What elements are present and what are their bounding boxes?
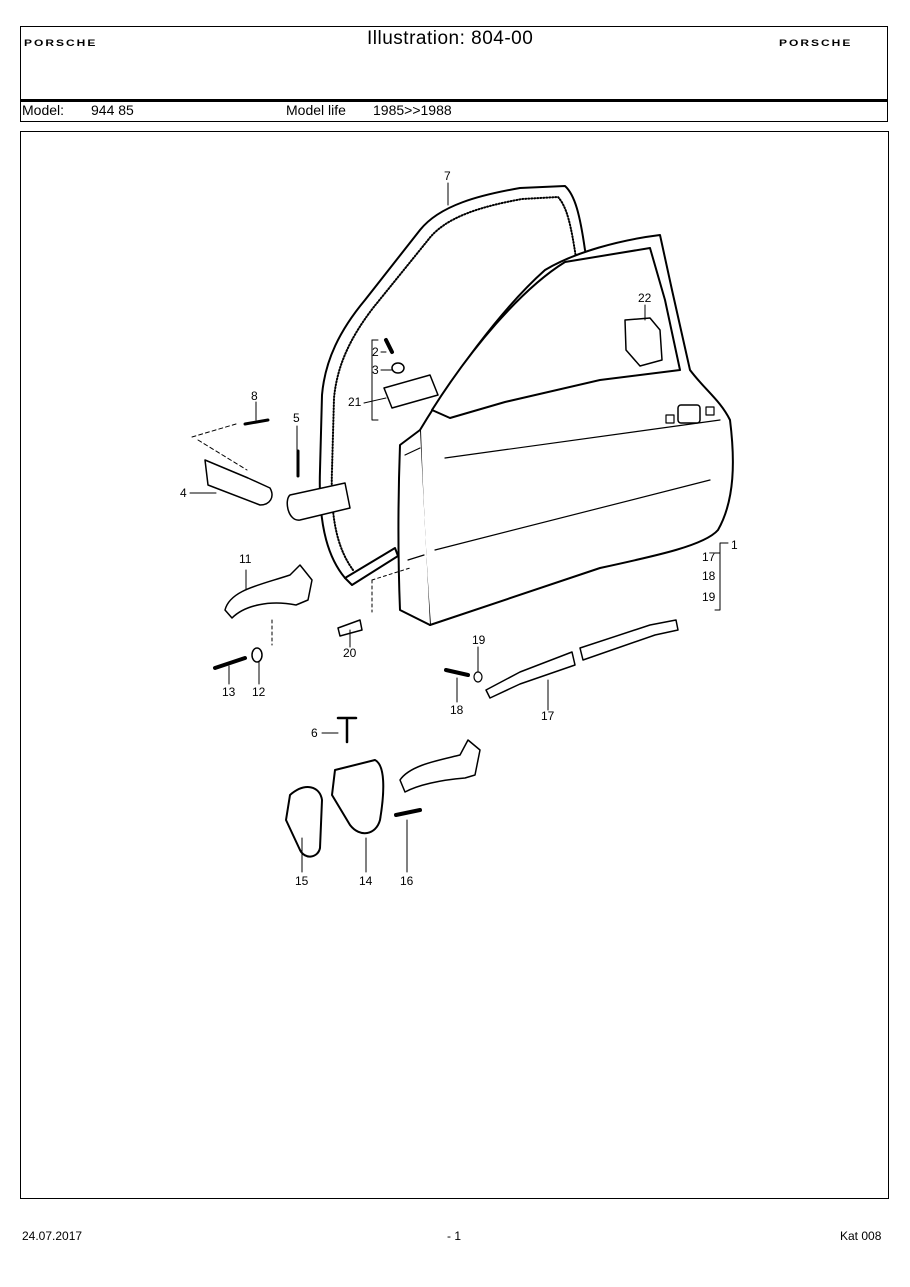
callout-15: 15 [295, 874, 309, 888]
model-value: 944 85 [91, 102, 134, 118]
tie-rod [485, 651, 576, 699]
footer-page: - 1 [447, 1229, 462, 1243]
model-life-value: 1985>>1988 [373, 102, 452, 118]
callout-19: 19 [472, 633, 486, 647]
hinge-lower [286, 482, 351, 521]
brand-logo-left: PORSCHE [24, 37, 98, 49]
illustration-frame [20, 131, 889, 1199]
callout-17-door: 17 [702, 550, 716, 564]
pull-trim [285, 786, 323, 858]
callout-17: 17 [541, 709, 555, 723]
callout-19-door: 19 [702, 590, 716, 604]
callout-3: 3 [372, 363, 379, 377]
callout-8: 8 [251, 389, 258, 403]
outer-handle [399, 739, 481, 793]
callout-labels: 7 22 2 3 21 8 5 4 1 17 18 19 11 20 19 13… [180, 169, 738, 888]
callout-18: 18 [450, 703, 464, 717]
callout-1: 1 [731, 538, 738, 552]
page-title: Illustration: 804-00 [367, 28, 534, 49]
callout-2: 2 [372, 345, 379, 359]
callout-18-door: 18 [702, 569, 716, 583]
callout-16: 16 [400, 874, 414, 888]
header-divider [20, 99, 888, 102]
callout-20: 20 [343, 646, 357, 660]
brand-logo-right: PORSCHE [779, 37, 853, 49]
callout-7: 7 [444, 169, 451, 183]
pull-bracket [331, 759, 385, 835]
callout-14: 14 [359, 874, 373, 888]
footer-date: 24.07.2017 [22, 1229, 83, 1243]
callout-22: 22 [638, 291, 652, 305]
callout-12: 12 [252, 685, 266, 699]
callout-5: 5 [293, 411, 300, 425]
hinge-upper [204, 459, 273, 506]
callout-13: 13 [222, 685, 236, 699]
model-life-label: Model life [286, 102, 346, 118]
callout-4: 4 [180, 486, 187, 500]
callout-6: 6 [311, 726, 318, 740]
lock-part [624, 317, 663, 367]
check-strap [224, 564, 313, 619]
callout-21: 21 [348, 395, 362, 409]
callout-11: 11 [239, 552, 252, 566]
header-box [20, 26, 888, 122]
footer-catalog: Kat 008 [840, 1229, 882, 1243]
model-label: Model: [22, 102, 65, 118]
striker-plate [383, 374, 439, 409]
